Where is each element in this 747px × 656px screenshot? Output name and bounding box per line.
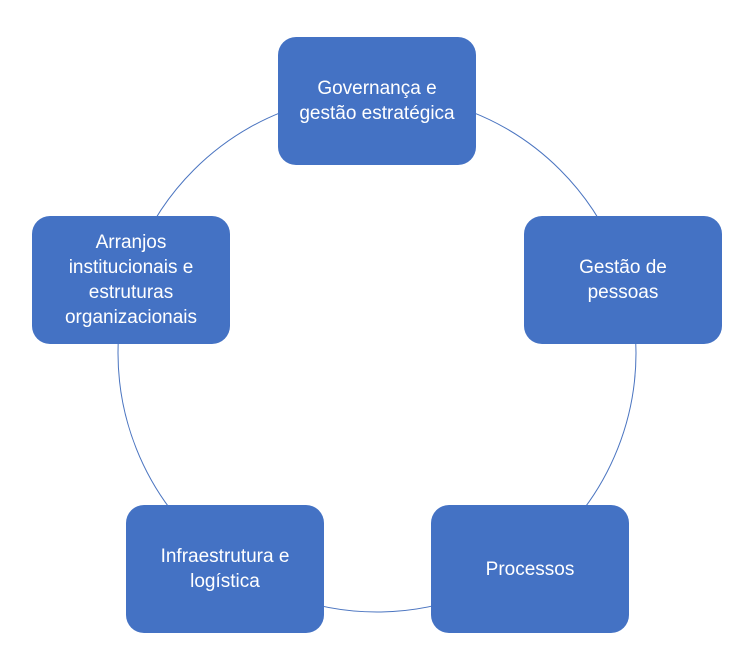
node-label: Gestão de pessoas <box>579 257 667 303</box>
node-governanca: Governança e gestão estratégica <box>278 37 476 165</box>
node-label: Processos <box>485 558 575 580</box>
node-infraestrutura: Infraestrutura e logística <box>126 505 324 633</box>
node-label: Infraestrutura e logística <box>160 546 290 592</box>
node-label: Arranjos institucionais e estruturas org… <box>64 232 198 328</box>
node-gestao-pessoas: Gestão de pessoas <box>524 216 722 344</box>
node-processos: Processos <box>431 505 629 633</box>
node-arranjos: Arranjos institucionais e estruturas org… <box>32 216 230 344</box>
node-label: Governança e gestão estratégica <box>299 78 455 124</box>
